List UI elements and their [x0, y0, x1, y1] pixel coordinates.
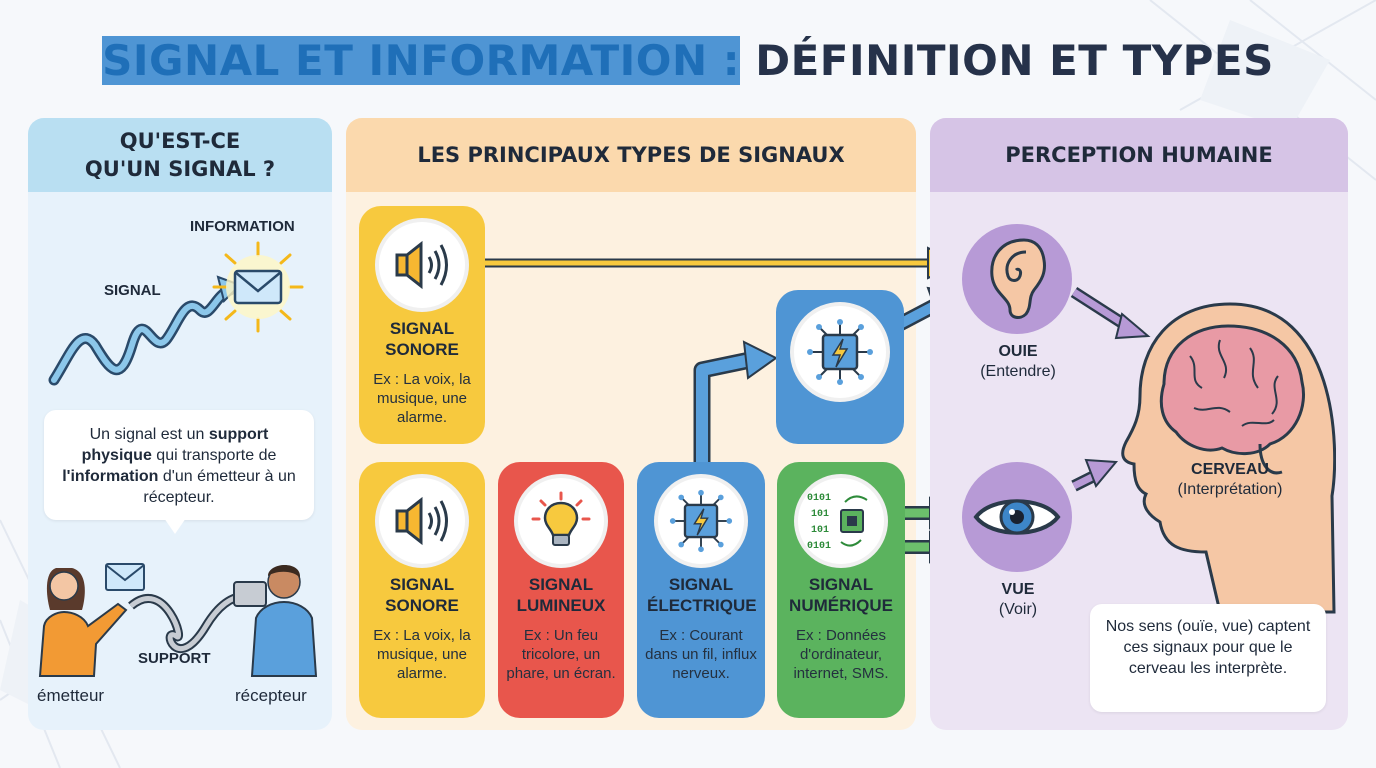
definition-text-2: qui transporte de — [151, 447, 277, 464]
emitter-person-icon — [38, 568, 128, 677]
card-signal-sonore: SIGNAL SONORE Ex : La voix, la musique, … — [359, 462, 485, 718]
support-label: SUPPORT — [138, 650, 211, 667]
sense-to-brain-arrows — [1070, 286, 1151, 492]
brain-sublabel: (Interprétation) — [1177, 481, 1283, 498]
envelope-small-icon — [105, 563, 145, 591]
ear-label: OUIE — [998, 343, 1038, 360]
binary-text-4: 0101 — [807, 541, 831, 552]
ear-icon — [962, 224, 1072, 334]
brain-label-group: CERVEAU (Interprétation) — [1160, 460, 1300, 500]
card-example: Ex : La voix, la musique, une alarme. — [373, 627, 471, 682]
bubble-tail — [164, 518, 186, 534]
panel-heading-left: QU'EST-CE QU'UN SIGNAL ? — [28, 118, 332, 192]
definition-text-1: Un signal est un — [89, 426, 209, 443]
binary-chip-icon: 0101 101 101 0101 — [794, 474, 888, 568]
ear-sublabel: (Entendre) — [980, 363, 1056, 380]
emitter-label: émetteur — [37, 686, 105, 705]
title-part1: SIGNAL ET INFORMATION : — [102, 36, 741, 85]
receiver-person-icon — [250, 565, 318, 677]
eye-icon — [962, 462, 1072, 572]
card-title: SIGNAL ÉLECTRIQUE — [647, 575, 757, 615]
card-signal-electrique: SIGNAL ÉLECTRIQUE Ex : Courant dans un f… — [637, 462, 765, 718]
card-signal-sonore-top: SIGNAL SONORE Ex : La voix, la musique, … — [359, 206, 485, 444]
information-label: INFORMATION — [190, 218, 295, 235]
left-heading-text: QU'EST-CE QU'UN SIGNAL ? — [84, 129, 276, 181]
card-example: Ex : Un feu tricolore, un phare, un écra… — [506, 627, 616, 682]
signal-wave-illustration — [48, 241, 304, 386]
card-title: SIGNAL LUMINEUX — [516, 575, 606, 615]
card-title: SIGNAL SONORE — [385, 575, 459, 615]
definition-bold-1: support physique — [81, 426, 269, 464]
panel-heading-right: PERCEPTION HUMAINE — [930, 118, 1348, 192]
eye-label: VUE — [1001, 581, 1035, 598]
speaker-icon — [375, 218, 469, 312]
eye-label-group: VUE (Voir) — [958, 580, 1078, 620]
card-electric-top — [776, 290, 904, 444]
card-title: SIGNAL NUMÉRIQUE — [789, 575, 893, 615]
receiver-label: récepteur — [235, 686, 307, 705]
binary-text-3: 101 — [811, 525, 829, 536]
page-title: SIGNAL ET INFORMATION : DÉFINITION ET TY… — [0, 36, 1376, 85]
brain-label: CERVEAU — [1191, 461, 1269, 478]
card-example: Ex : Courant dans un fil, influx nerveux… — [645, 627, 757, 682]
panel-heading-middle: LES PRINCIPAUX TYPES DE SIGNAUX — [346, 118, 916, 192]
card-signal-lumineux: SIGNAL LUMINEUX Ex : Un feu tricolore, u… — [498, 462, 624, 718]
binary-text-2: 101 — [811, 509, 829, 520]
signal-label: SIGNAL — [104, 282, 161, 299]
eye-sublabel: (Voir) — [998, 601, 1038, 618]
card-example: Ex : Données d'ordinateur, internet, SMS… — [793, 627, 889, 682]
binary-text-1: 0101 — [807, 493, 831, 504]
definition-bold-2: l'information — [62, 468, 159, 485]
card-example: Ex : La voix, la musique, une alarme. — [373, 371, 471, 426]
brain-head-icon — [1121, 302, 1336, 614]
sender-receiver-illustration — [38, 563, 318, 677]
perception-note-text: Nos sens (ouïe, vue) captent ces signaux… — [1105, 618, 1311, 677]
lightbulb-icon — [514, 474, 608, 568]
definition-text-3: d'un émetteur à un récepteur. — [143, 468, 296, 506]
chip-lightning-icon — [654, 474, 748, 568]
envelope-icon — [233, 269, 283, 305]
chip-lightning-icon — [790, 302, 890, 402]
title-part2: DÉFINITION ET TYPES — [755, 36, 1274, 85]
card-title: SIGNAL SONORE — [385, 319, 459, 359]
perception-note: Nos sens (ouïe, vue) captent ces signaux… — [1090, 604, 1326, 712]
speaker-icon — [375, 474, 469, 568]
card-signal-numerique: 0101 101 101 0101 SIGNAL NUMÉRIQUE Ex : … — [777, 462, 905, 718]
ear-label-group: OUIE (Entendre) — [958, 342, 1078, 382]
definition-bubble: Un signal est un support physique qui tr… — [44, 410, 314, 520]
